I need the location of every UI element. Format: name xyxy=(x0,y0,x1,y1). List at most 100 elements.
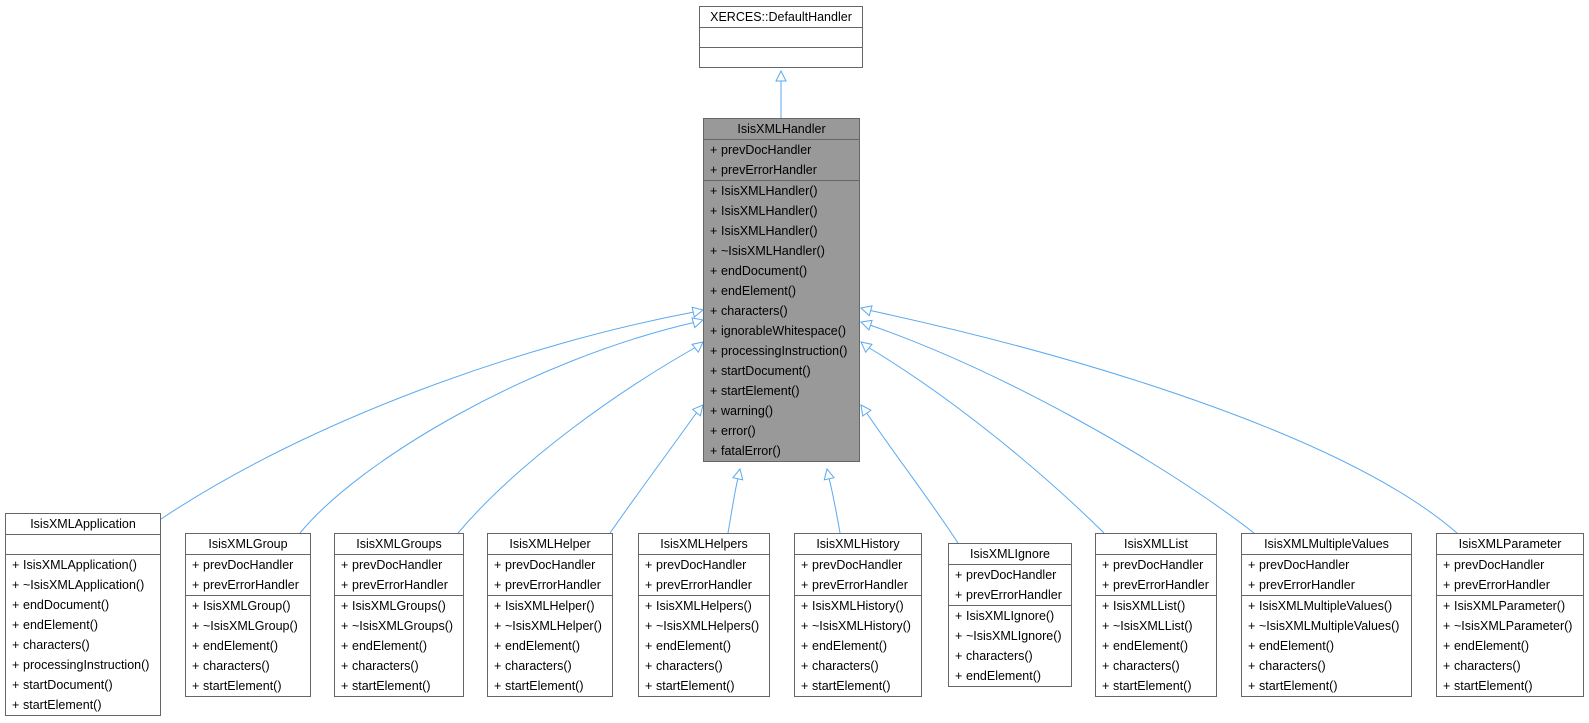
class-history[interactable]: IsisXMLHistory+prevDocHandler+prevErrorH… xyxy=(794,533,922,697)
method-row[interactable]: +processingInstruction() xyxy=(704,341,859,361)
method-row[interactable]: +fatalError() xyxy=(704,441,859,461)
method-row[interactable]: +IsisXMLParameter() xyxy=(1437,596,1583,616)
method-row[interactable]: +~IsisXMLParameter() xyxy=(1437,616,1583,636)
method-row[interactable]: +startElement() xyxy=(704,381,859,401)
method-row[interactable]: +IsisXMLHistory() xyxy=(795,596,921,616)
class-groups[interactable]: IsisXMLGroups+prevDocHandler+prevErrorHa… xyxy=(334,533,464,697)
attribute-row[interactable]: +prevDocHandler xyxy=(186,555,310,575)
attribute-row[interactable]: +prevErrorHandler xyxy=(1242,575,1411,595)
method-row[interactable]: +startElement() xyxy=(488,676,612,696)
method-row[interactable]: +~IsisXMLList() xyxy=(1096,616,1216,636)
class-application[interactable]: IsisXMLApplication+IsisXMLApplication()+… xyxy=(5,513,161,716)
method-row[interactable]: +IsisXMLIgnore() xyxy=(949,606,1071,626)
method-row[interactable]: +IsisXMLHandler() xyxy=(704,181,859,201)
class-parameter[interactable]: IsisXMLParameter+prevDocHandler+prevErro… xyxy=(1436,533,1584,697)
method-row[interactable]: +endElement() xyxy=(1437,636,1583,656)
method-row[interactable]: +endElement() xyxy=(6,615,160,635)
method-row[interactable]: +startElement() xyxy=(335,676,463,696)
class-defaulthandler[interactable]: XERCES::DefaultHandler xyxy=(699,6,863,68)
method-row[interactable]: +IsisXMLHandler() xyxy=(704,201,859,221)
method-row[interactable]: +IsisXMLApplication() xyxy=(6,555,160,575)
class-isisxmlhandler[interactable]: IsisXMLHandler+prevDocHandler+prevErrorH… xyxy=(703,118,860,462)
method-row[interactable]: +~IsisXMLApplication() xyxy=(6,575,160,595)
method-row[interactable]: +characters() xyxy=(335,656,463,676)
class-multiplevalues[interactable]: IsisXMLMultipleValues+prevDocHandler+pre… xyxy=(1241,533,1412,697)
method-row[interactable]: +ignorableWhitespace() xyxy=(704,321,859,341)
method-row[interactable]: +endElement() xyxy=(488,636,612,656)
attribute-row[interactable]: +prevDocHandler xyxy=(949,565,1071,585)
method-row[interactable]: +endElement() xyxy=(1096,636,1216,656)
method-row[interactable]: +startDocument() xyxy=(704,361,859,381)
class-helper[interactable]: IsisXMLHelper+prevDocHandler+prevErrorHa… xyxy=(487,533,613,697)
method-row[interactable]: +endElement() xyxy=(639,636,769,656)
method-row[interactable]: +characters() xyxy=(488,656,612,676)
attribute-row[interactable]: +prevErrorHandler xyxy=(704,160,859,180)
method-row[interactable]: +characters() xyxy=(795,656,921,676)
method-name: IsisXMLHandler() xyxy=(721,204,818,218)
method-row[interactable]: +characters() xyxy=(6,635,160,655)
attribute-row[interactable]: +prevDocHandler xyxy=(639,555,769,575)
attribute-row[interactable]: +prevErrorHandler xyxy=(949,585,1071,605)
attribute-row[interactable]: +prevErrorHandler xyxy=(186,575,310,595)
attribute-row[interactable]: +prevDocHandler xyxy=(795,555,921,575)
attribute-row[interactable]: +prevDocHandler xyxy=(704,140,859,160)
method-row[interactable]: +endDocument() xyxy=(704,261,859,281)
attribute-row[interactable]: +prevErrorHandler xyxy=(1096,575,1216,595)
class-group[interactable]: IsisXMLGroup+prevDocHandler+prevErrorHan… xyxy=(185,533,311,697)
method-row[interactable]: +characters() xyxy=(1096,656,1216,676)
method-row[interactable]: +error() xyxy=(704,421,859,441)
method-row[interactable]: +~IsisXMLGroups() xyxy=(335,616,463,636)
method-row[interactable]: +startElement() xyxy=(6,695,160,715)
method-row[interactable]: +endElement() xyxy=(704,281,859,301)
class-list[interactable]: IsisXMLList+prevDocHandler+prevErrorHand… xyxy=(1095,533,1217,697)
method-row[interactable]: +startElement() xyxy=(1437,676,1583,696)
attribute-row[interactable]: +prevErrorHandler xyxy=(1437,575,1583,595)
method-row[interactable]: +endElement() xyxy=(1242,636,1411,656)
attribute-row[interactable]: +prevDocHandler xyxy=(488,555,612,575)
attribute-row[interactable]: +prevErrorHandler xyxy=(335,575,463,595)
method-row[interactable]: +endDocument() xyxy=(6,595,160,615)
attribute-row[interactable]: +prevErrorHandler xyxy=(639,575,769,595)
method-row[interactable]: +~IsisXMLHistory() xyxy=(795,616,921,636)
method-row[interactable]: +startElement() xyxy=(186,676,310,696)
method-row[interactable]: +IsisXMLGroup() xyxy=(186,596,310,616)
method-row[interactable]: +processingInstruction() xyxy=(6,655,160,675)
method-row[interactable]: +startElement() xyxy=(639,676,769,696)
method-row[interactable]: +IsisXMLHelper() xyxy=(488,596,612,616)
method-row[interactable]: +~IsisXMLHandler() xyxy=(704,241,859,261)
method-row[interactable]: +warning() xyxy=(704,401,859,421)
attribute-row[interactable]: +prevDocHandler xyxy=(1242,555,1411,575)
method-row[interactable]: +IsisXMLMultipleValues() xyxy=(1242,596,1411,616)
attribute-row[interactable]: +prevErrorHandler xyxy=(488,575,612,595)
method-row[interactable]: +~IsisXMLIgnore() xyxy=(949,626,1071,646)
method-row[interactable]: +characters() xyxy=(1437,656,1583,676)
method-row[interactable]: +startDocument() xyxy=(6,675,160,695)
method-row[interactable]: +~IsisXMLMultipleValues() xyxy=(1242,616,1411,636)
class-ignore[interactable]: IsisXMLIgnore+prevDocHandler+prevErrorHa… xyxy=(948,543,1072,687)
method-row[interactable]: +~IsisXMLHelpers() xyxy=(639,616,769,636)
attribute-row[interactable]: +prevDocHandler xyxy=(1096,555,1216,575)
method-row[interactable]: +startElement() xyxy=(795,676,921,696)
method-row[interactable]: +characters() xyxy=(704,301,859,321)
method-row[interactable]: +characters() xyxy=(949,646,1071,666)
method-row[interactable]: +IsisXMLHandler() xyxy=(704,221,859,241)
method-row[interactable]: +endElement() xyxy=(795,636,921,656)
method-row[interactable]: +IsisXMLHelpers() xyxy=(639,596,769,616)
attribute-row[interactable]: +prevErrorHandler xyxy=(795,575,921,595)
attribute-row[interactable]: +prevDocHandler xyxy=(335,555,463,575)
method-row[interactable]: +~IsisXMLHelper() xyxy=(488,616,612,636)
method-row[interactable]: +endElement() xyxy=(949,666,1071,686)
method-row[interactable]: +startElement() xyxy=(1242,676,1411,696)
class-helpers[interactable]: IsisXMLHelpers+prevDocHandler+prevErrorH… xyxy=(638,533,770,697)
method-row[interactable]: +~IsisXMLGroup() xyxy=(186,616,310,636)
method-row[interactable]: +characters() xyxy=(639,656,769,676)
public-visibility-marker: + xyxy=(1443,578,1451,592)
method-row[interactable]: +IsisXMLGroups() xyxy=(335,596,463,616)
method-row[interactable]: +characters() xyxy=(1242,656,1411,676)
method-row[interactable]: +characters() xyxy=(186,656,310,676)
method-row[interactable]: +IsisXMLList() xyxy=(1096,596,1216,616)
method-row[interactable]: +startElement() xyxy=(1096,676,1216,696)
method-row[interactable]: +endElement() xyxy=(186,636,310,656)
attribute-row[interactable]: +prevDocHandler xyxy=(1437,555,1583,575)
method-row[interactable]: +endElement() xyxy=(335,636,463,656)
